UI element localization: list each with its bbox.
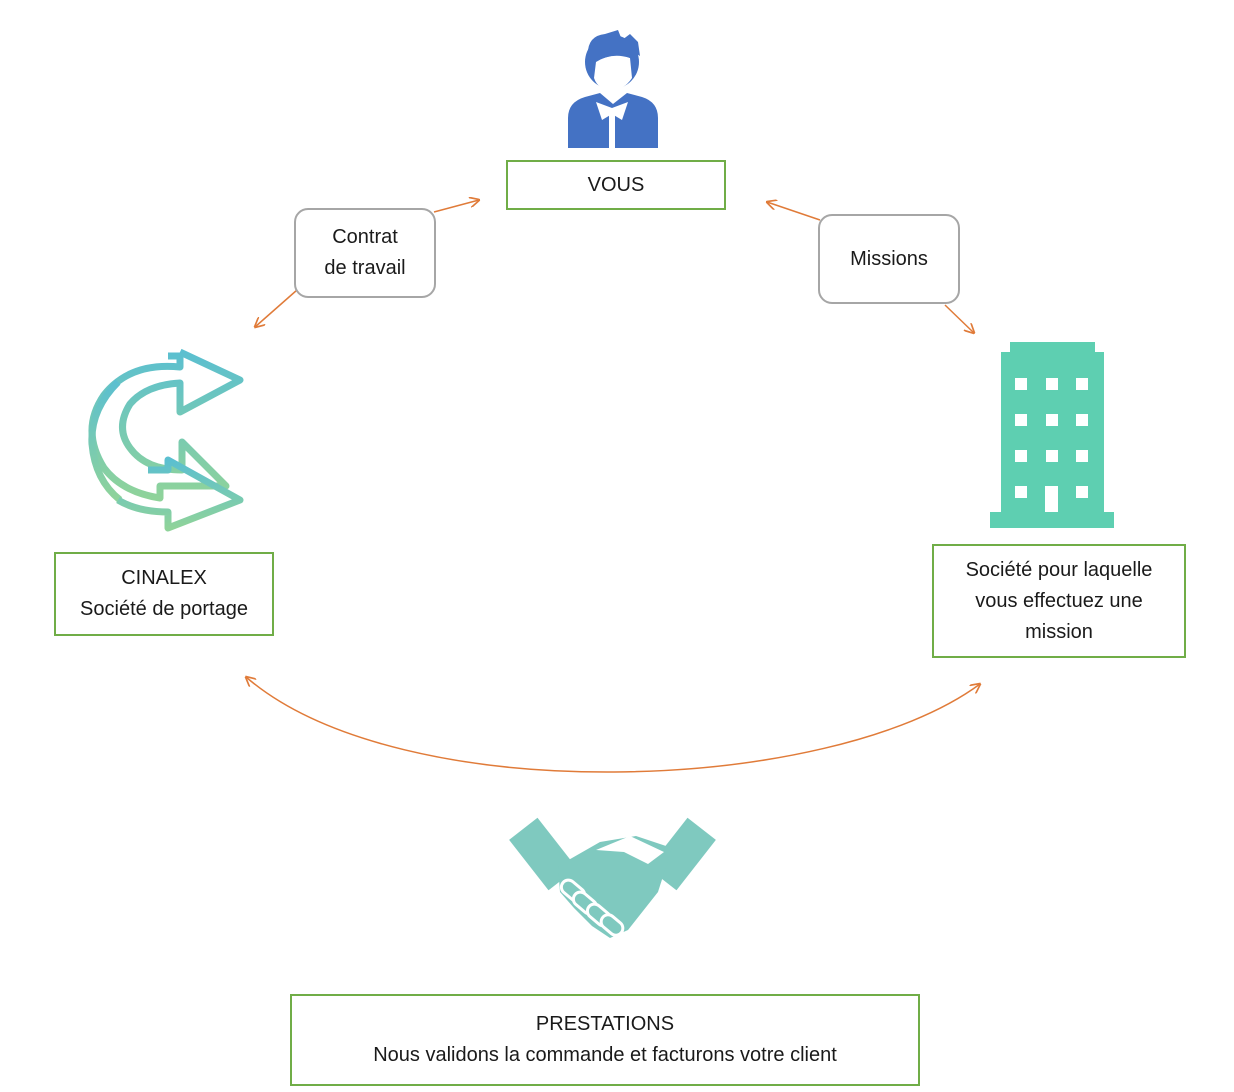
edge-label-missions: Missions — [818, 214, 960, 304]
node-client: Société pour laquelle vous effectuez une… — [932, 544, 1186, 658]
edge-label-contrat-line1: Contrat — [332, 226, 398, 248]
arrow-contrat-to-vous — [433, 200, 479, 213]
cinalex-logo-icon — [88, 348, 244, 532]
node-vous-label: VOUS — [587, 173, 645, 196]
person-icon — [568, 30, 658, 148]
node-cinalex-line1: CINALEX — [121, 567, 207, 589]
node-vous: VOUS — [506, 160, 726, 210]
arrow-prestations-curve — [246, 677, 980, 773]
arrow-missions-to-vous — [767, 202, 821, 221]
node-client-line3: mission — [1025, 620, 1093, 643]
edge-label-contrat: Contrat de travail — [294, 208, 436, 298]
node-prestations-line2: Nous validons la commande et facturons v… — [373, 1044, 837, 1066]
arrow-contrat-to-cinalex — [255, 289, 298, 327]
node-cinalex: CINALEX Société de portage — [54, 552, 274, 636]
node-cinalex-line2: Société de portage — [80, 598, 248, 620]
node-prestations: PRESTATIONS Nous validons la commande et… — [290, 994, 920, 1086]
building-icon — [990, 342, 1114, 528]
node-prestations-line1: PRESTATIONS — [535, 1013, 675, 1035]
node-client-line2: vous effectuez une — [975, 589, 1143, 612]
edge-label-contrat-line2: de travail — [324, 257, 406, 279]
edge-label-missions-text: Missions — [850, 247, 928, 270]
handshake-icon — [509, 817, 716, 938]
node-client-line1: Société pour laquelle — [965, 558, 1153, 581]
arrow-missions-to-client — [944, 304, 974, 333]
